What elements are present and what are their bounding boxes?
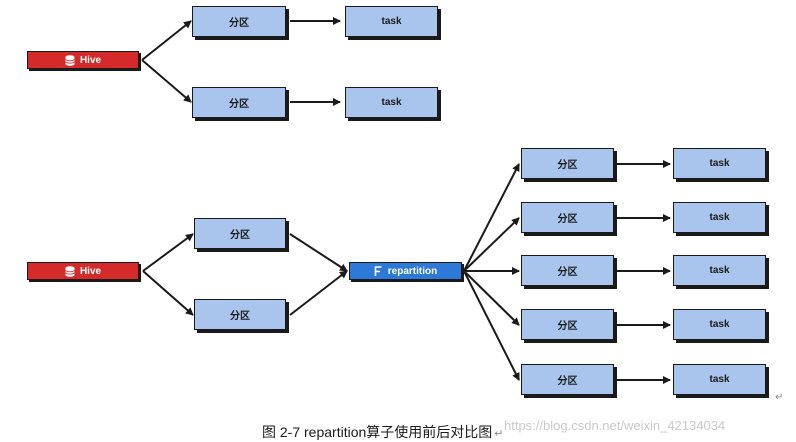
partition-node-8: 分区 [521,309,614,340]
partition-label: 分区 [229,99,249,110]
database-icon [65,54,75,66]
paragraph-mark: ↵ [775,392,784,403]
return-mark: ↵ [494,428,504,440]
figure-caption: 图 2-7 repartition算子使用前后对比图↵ [262,422,504,442]
arrow-hive-to-partition-2 [141,59,192,103]
partition-label: 分区 [557,267,578,278]
arrow-repartition-to-partition-5 [463,163,520,272]
partition-label: 分区 [230,311,250,322]
repartition-label: repartition [387,265,438,277]
hive-source-node-top: Hive [27,51,139,69]
caption-text: 图 2-7 repartition算子使用前后对比图 [262,424,493,440]
repartition-node: repartition [349,262,462,280]
arrow-partition-3-to-repartition [289,233,348,272]
partition-label: 分区 [557,321,578,332]
hive-source-label: Hive [79,265,102,277]
task-label: task [709,374,730,385]
partition-label: 分区 [557,214,578,225]
partition-node-9: 分区 [521,364,614,395]
task-node-6: task [673,309,766,340]
partition-node-1: 分区 [192,6,286,37]
arrow-partition-4-to-repartition [289,270,348,316]
task-label: task [709,158,730,169]
partition-node-4: 分区 [194,299,286,330]
arrow-hive-to-partition-1 [141,20,192,61]
hive-source-label: Hive [79,54,102,66]
arrow-repartition-to-partition-8 [463,270,520,326]
partition-node-7: 分区 [521,255,614,286]
partition-node-3: 分区 [194,218,286,249]
partition-label: 分区 [229,18,249,29]
arrow-repartition-to-partition-6 [463,217,520,272]
task-label: task [381,16,402,27]
partition-label: 分区 [557,160,578,171]
task-node-3: task [673,148,766,179]
task-label: task [709,212,730,223]
task-node-4: task [673,202,766,233]
task-node-7: task [673,364,766,395]
partition-node-5: 分区 [521,148,614,179]
partition-node-6: 分区 [521,202,614,233]
partition-node-2: 分区 [192,87,286,118]
task-node-5: task [673,255,766,286]
task-label: task [709,319,730,330]
database-icon [65,265,75,277]
hive-source-node-bottom: Hive [27,262,139,280]
task-node-2: task [345,87,438,118]
task-label: task [709,265,730,276]
partition-label: 分区 [557,376,578,387]
arrow-hive-to-partition-3 [142,233,194,272]
partition-label: 分区 [230,230,250,241]
watermark: https://blog.csdn.net/weixin_42134034 [504,418,726,433]
flink-logo-icon [374,265,383,277]
arrow-repartition-to-partition-9 [463,270,520,381]
task-node-1: task [345,6,438,37]
task-label: task [381,97,402,108]
arrow-hive-to-partition-4 [142,270,194,316]
